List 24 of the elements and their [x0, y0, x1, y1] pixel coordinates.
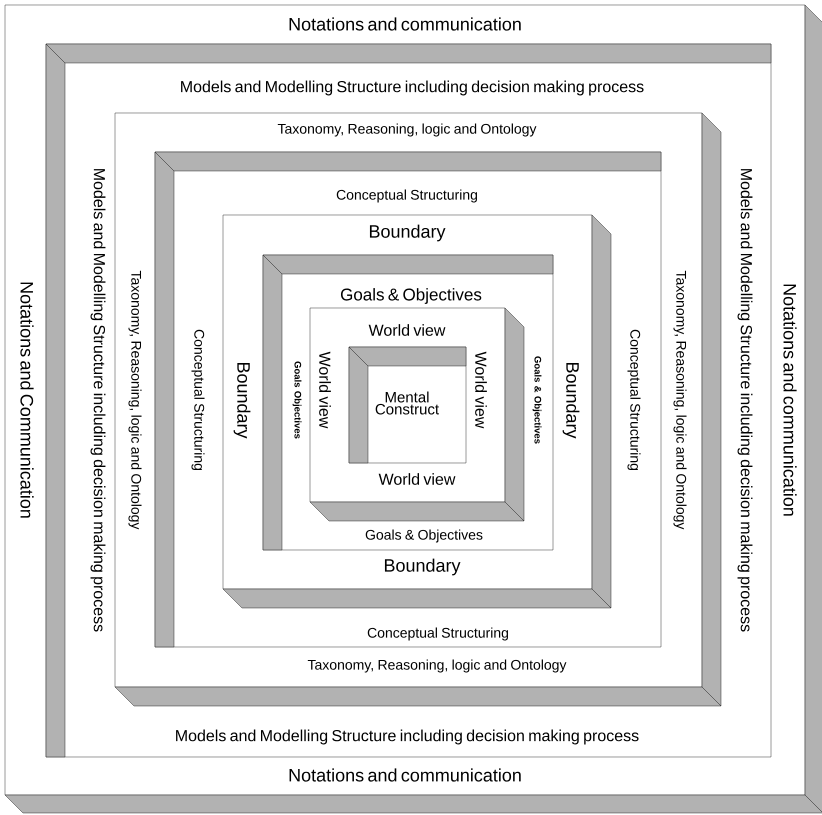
box-label: Boundary [562, 362, 580, 438]
box-label: Notations and Communication [20, 282, 34, 518]
box-label: Boundary [370, 224, 446, 242]
box-label: Goals & Objectives [340, 288, 482, 304]
box-label: Conceptual Structuring [336, 189, 477, 203]
box-label: Taxonomy, Reasoning, logic and Ontology [308, 659, 566, 673]
box-label: Boundary [384, 558, 460, 576]
box-label: Conceptual Structuring [627, 330, 641, 470]
box-label: Notations and communication [783, 284, 797, 516]
box-label: Conceptual Structuring [368, 627, 508, 641]
box-label: Notations and communication [290, 768, 521, 782]
box-label: Goals & Objectives [532, 356, 542, 444]
box-label: Goals Objectives [292, 362, 302, 438]
box-label: Models and Modelling Structure including decision making process [90, 169, 106, 632]
box-label: Goals & Objectives [366, 529, 482, 543]
box-label: Taxonomy, Reasoning, logic and Ontology [128, 270, 142, 530]
box-label: Conceptual Structuring [191, 330, 205, 470]
box-label: Notations and communication [290, 17, 521, 31]
box-label: Taxonomy, Reasoning, logic and Ontology [673, 270, 687, 530]
box-label: Boundary [234, 362, 250, 438]
box-label: Models and Modelling Structure including decision making process [738, 169, 752, 632]
box-label: Models and Modelling Structure including decision making process [176, 730, 639, 744]
box-label: Models and Modelling Structure including decision making process [181, 80, 644, 96]
box-label: Taxonomy, Reasoning, logic and Ontology [278, 123, 536, 137]
